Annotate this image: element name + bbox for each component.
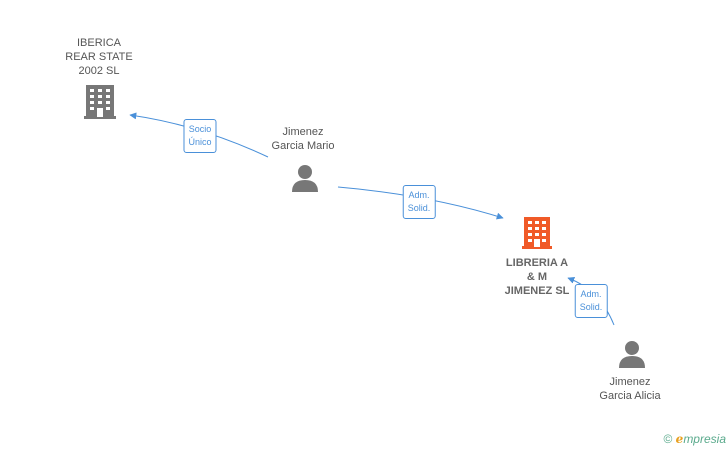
empresia-logo[interactable]: © empresia xyxy=(663,432,726,446)
building-icon xyxy=(84,85,116,119)
person-icon xyxy=(292,165,318,192)
node-label-jimenez-alicia[interactable]: Jimenez Garcia Alicia xyxy=(599,376,661,402)
node-label-iberica[interactable]: IBERICA REAR STATE 2002 SL xyxy=(65,37,133,77)
relation-label-adm-solid[interactable]: Adm. Solid. xyxy=(574,284,608,318)
relation-label-adm-solid[interactable]: Adm. Solid. xyxy=(402,185,436,219)
relation-label-socio-unico[interactable]: Socio Único xyxy=(183,119,217,153)
building-icon-main xyxy=(522,217,552,249)
node-label-jimenez-mario[interactable]: Jimenez Garcia Mario xyxy=(271,126,335,152)
person-icon xyxy=(619,341,645,368)
copyright-icon: © xyxy=(663,432,673,446)
node-label-libreria[interactable]: LIBRERIA A & M JIMENEZ SL xyxy=(504,257,570,297)
